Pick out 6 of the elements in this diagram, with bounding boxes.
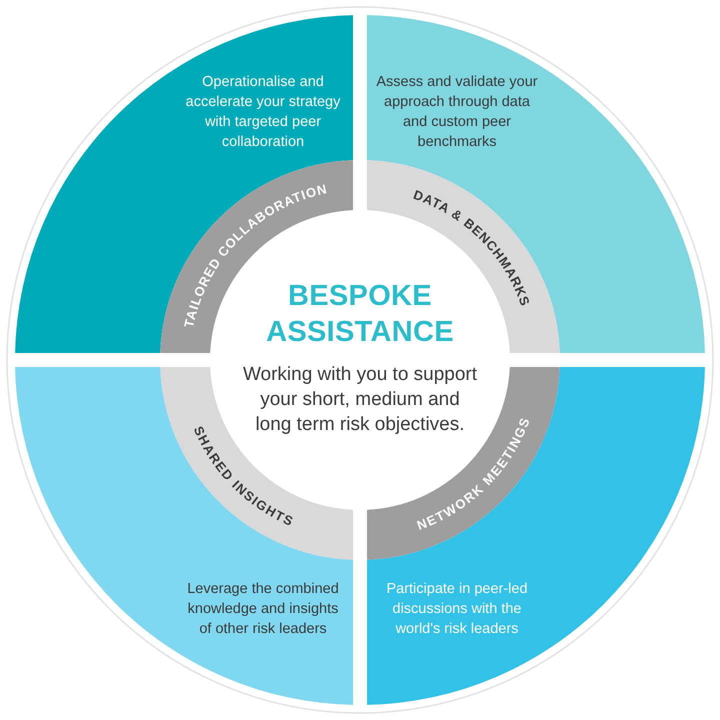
center-description: Working with you to support your short, medium and long term risk objectives. — [242, 363, 478, 437]
description-text: Participate in peer-led discussions with the world's risk leaders — [385, 580, 529, 638]
description-text: Assess and validate your approach through data and custom peer benchmarks — [376, 72, 538, 152]
center-heading: BESPOKE ASSISTANCE — [265, 279, 455, 350]
description-text: Leverage the combined knowledge and insights of other risk leaders — [186, 580, 340, 638]
description-text: Operationalise and accelerate your strategy with targeted peer collaboration — [184, 72, 342, 152]
